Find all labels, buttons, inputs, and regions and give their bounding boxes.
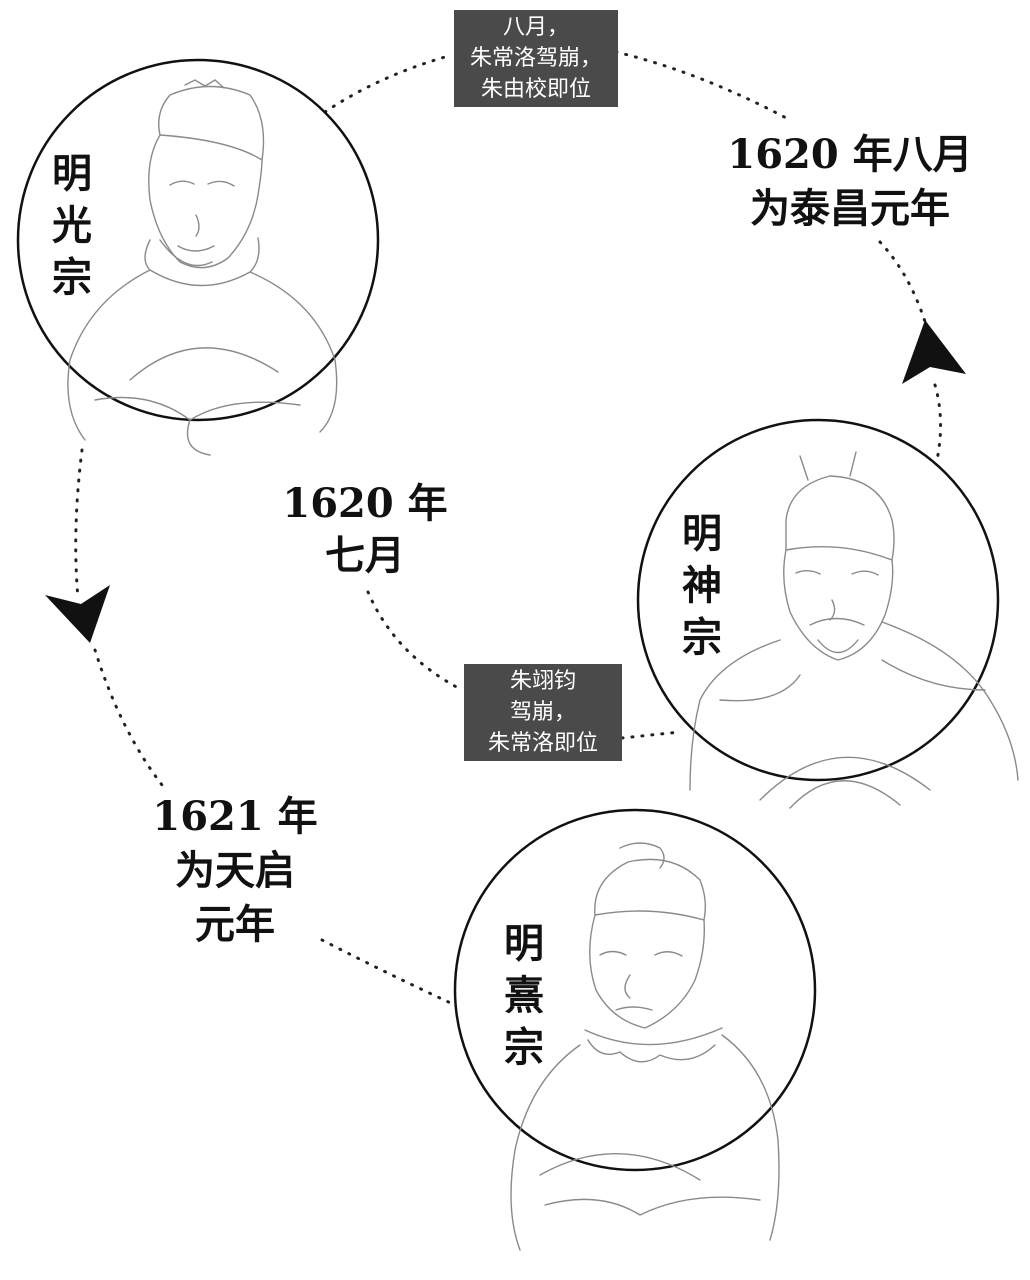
portrait-circle-guangzong [16,58,380,422]
portrait-circle-xizong [453,808,817,1172]
label-july-line-1: 1620 年 [282,480,448,527]
label-taichang-line-1: 1620 年八月 [727,131,973,178]
connector-left-lower [93,648,164,787]
label-tianqi-line-1: 1621 年 [152,793,318,840]
label-july: 1620 年 七月 [265,478,465,582]
event-box-top: 八月， 朱常洛驾崩， 朱由校即位 [454,10,618,107]
connector-top-left [323,53,454,114]
connector-left-upper [74,448,84,600]
name-shenzong-char-1: 明 [682,510,722,557]
portrait-shenzong [689,451,1019,809]
event-box-middle: 朱翊钧 驾崩， 朱常洛即位 [464,664,622,761]
arrow-up-icon [902,320,966,384]
label-tianqi-line-2: 为天启 [175,847,295,894]
name-xizong-char-3: 宗 [504,1024,544,1071]
event-middle-line-2: 驾崩， [509,700,576,725]
name-guangzong-char-1: 明 [52,150,92,197]
name-guangzong-char-2: 光 [52,202,92,249]
portrait-xizong [510,842,780,1251]
connector-bottom [320,938,457,1007]
portrait-circle-shenzong [636,418,1000,782]
event-middle-line-3: 朱常洛即位 [487,731,598,756]
name-shenzong-char-3: 宗 [682,614,722,661]
portrait-guangzong [67,79,338,456]
name-shenzong-char-2: 神 [682,562,722,609]
name-xizong-char-1: 明 [504,920,544,967]
label-tianqi-line-3: 元年 [195,901,275,948]
event-middle-line-1: 朱翊钧 [509,669,576,694]
connector-right-lower [933,383,943,462]
name-shenzong: 明 神 宗 [678,508,726,664]
event-top-line-3: 朱由校即位 [480,77,591,102]
event-top-line-1: 八月， [502,15,569,40]
label-july-line-2: 七月 [325,532,405,579]
name-guangzong-char-3: 宗 [52,254,92,301]
name-xizong-char-2: 熹 [504,972,544,1019]
name-xizong: 明 熹 宗 [500,918,548,1074]
label-taichang-line-2: 为泰昌元年 [750,185,950,232]
connector-top-right [614,50,792,122]
name-guangzong: 明 光 宗 [48,148,96,304]
label-tianqi: 1621 年 为天启 元年 [135,790,335,952]
arrow-down-icon [45,585,110,643]
label-taichang: 1620 年八月 为泰昌元年 [705,128,995,236]
connector-center [366,590,464,692]
connector-middle-right [620,730,682,740]
connector-right-side [878,240,937,362]
event-top-line-2: 朱常洛驾崩， [469,46,602,71]
